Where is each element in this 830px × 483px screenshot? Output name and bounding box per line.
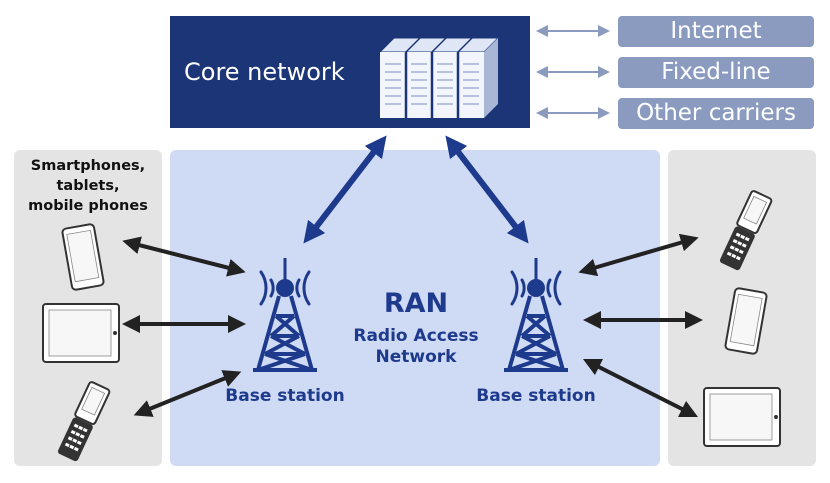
ran-subtitle: Radio Access Network: [353, 326, 479, 367]
smartphone-icon: [61, 223, 105, 291]
tablet-icon: [703, 387, 781, 447]
server-icon: [378, 37, 500, 118]
antenna-tower-icon: [253, 258, 317, 372]
arrow-core-base-station-left: [303, 135, 387, 244]
arrow-device-right-3: [582, 358, 699, 418]
flip-phone-icon: [57, 381, 111, 462]
devices-label: Smartphones, tablets, mobile phones: [28, 158, 148, 214]
arrow-device-left-3: [133, 370, 242, 417]
arrow-device-left-1: [122, 236, 246, 277]
antenna-tower-icon: [504, 258, 568, 372]
ran-area: [170, 150, 660, 466]
smartphone-icon: [724, 287, 768, 355]
destination-other-carriers: Other carriers: [618, 98, 814, 129]
ran-title: RAN: [383, 288, 449, 319]
base-station-label-left: Base station: [225, 386, 345, 406]
tablet-icon: [42, 303, 120, 363]
destination-fixed-line: Fixed-line: [618, 57, 814, 88]
core-network-label: Core network: [184, 58, 345, 86]
flip-phone-icon: [719, 190, 773, 271]
arrow-device-right-1: [578, 233, 699, 277]
base-station-label-right: Base station: [476, 386, 596, 406]
arrow-core-base-station-right: [445, 135, 529, 244]
destination-internet: Internet: [618, 16, 814, 47]
